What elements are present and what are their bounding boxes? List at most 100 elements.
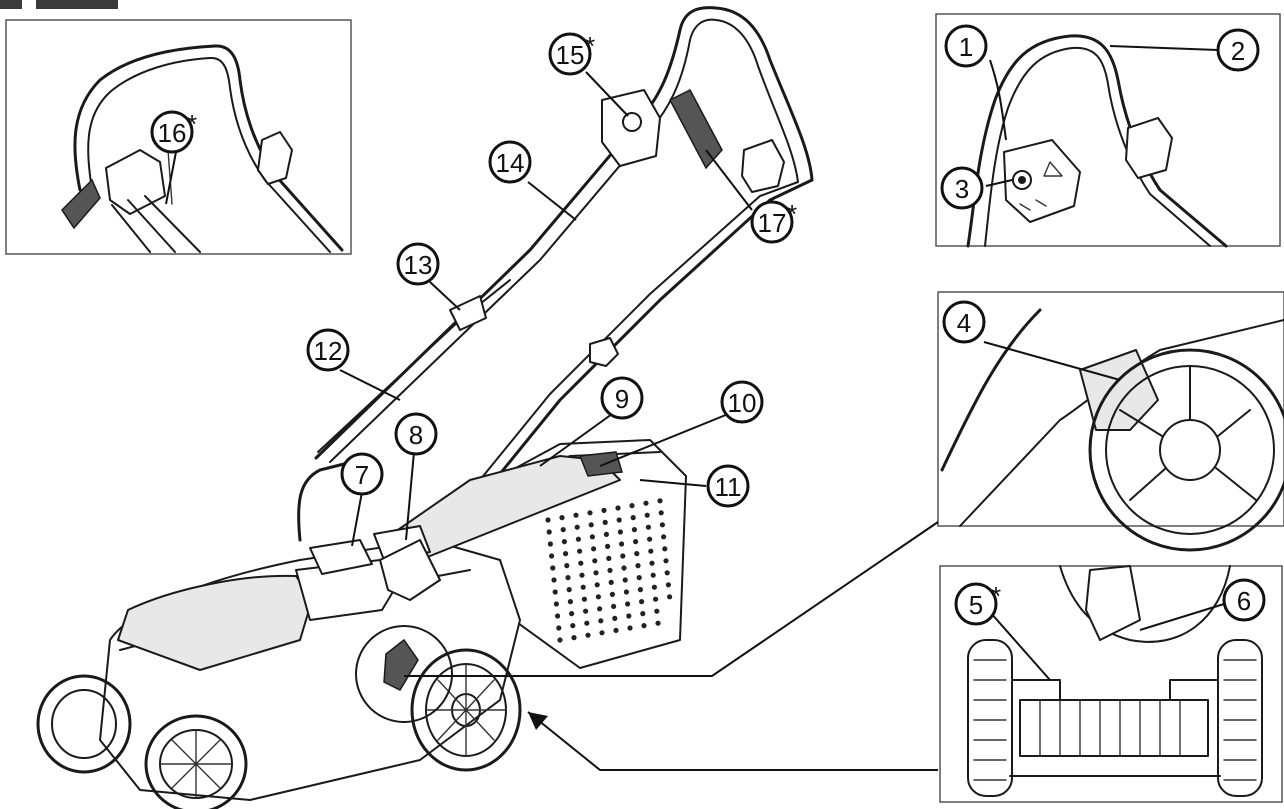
- mesh-dot: [608, 579, 614, 586]
- mesh-dot: [603, 531, 610, 538]
- mesh-dot: [633, 539, 639, 545]
- mesh-dot: [657, 498, 663, 504]
- mesh-dot: [547, 541, 554, 547]
- mesh-dot: [579, 572, 585, 578]
- grass-box-mesh: [545, 498, 673, 643]
- callout-9: 9: [600, 376, 644, 420]
- mesh-dot: [565, 575, 571, 581]
- mesh-dot: [550, 565, 556, 571]
- mesh-dot: [607, 567, 613, 574]
- callout-number: 7: [355, 460, 369, 490]
- mesh-dot: [625, 601, 631, 607]
- callout-circle: [396, 242, 440, 286]
- mesh-dot: [567, 599, 574, 605]
- mesh-dot: [545, 517, 551, 523]
- mesh-dot: [564, 563, 570, 569]
- mesh-dot: [561, 539, 568, 545]
- mesh-dot: [601, 507, 607, 513]
- callout-number: 6: [1237, 586, 1251, 616]
- mesh-dot: [620, 553, 626, 559]
- callout-number: 12: [314, 336, 343, 366]
- callout-1: 1: [944, 24, 988, 68]
- mesh-dot: [573, 512, 579, 518]
- mesh-dot: [630, 515, 636, 521]
- mesh-dot: [635, 563, 641, 569]
- mesh-dot: [584, 620, 590, 626]
- callout-circle: [720, 380, 764, 424]
- mesh-dot: [626, 613, 632, 619]
- mesh-dot: [662, 546, 668, 552]
- callout-number: 8: [409, 420, 423, 450]
- mesh-dot: [644, 512, 650, 518]
- callout-8: 8: [394, 412, 438, 456]
- callout-16: 16*: [150, 109, 197, 154]
- mesh-dot: [627, 625, 633, 631]
- callout-circle: [942, 300, 986, 344]
- mesh-dot: [591, 546, 597, 552]
- mesh-dot: [549, 553, 555, 559]
- mesh-dot: [622, 577, 628, 583]
- mesh-dot: [574, 524, 580, 530]
- callout-number: 15: [556, 40, 585, 70]
- callout-circle: [1222, 578, 1266, 622]
- callout-number: 16: [158, 118, 187, 148]
- callout-5: 5*: [954, 581, 1001, 626]
- callout-number: 1: [959, 32, 973, 62]
- callout-4: 4: [942, 300, 986, 344]
- mesh-dot: [593, 570, 599, 576]
- callout-asterisk: *: [991, 581, 1001, 611]
- mesh-dot: [570, 623, 576, 629]
- mesh-dot: [661, 534, 667, 540]
- callout-circle: [548, 32, 592, 76]
- mesh-dot: [595, 594, 602, 600]
- mesh-dot: [587, 510, 593, 516]
- callout-circle: [340, 452, 384, 496]
- callout-13: 13: [396, 242, 440, 286]
- mesh-dot: [619, 541, 625, 547]
- mesh-dot: [664, 570, 670, 576]
- mesh-dot: [569, 611, 575, 617]
- mesh-dot: [636, 575, 642, 581]
- mesh-dot: [602, 519, 608, 526]
- mesh-dot: [606, 555, 612, 562]
- mesh-dot: [553, 601, 560, 607]
- callout-14: 14: [488, 140, 532, 184]
- callout-number: 4: [957, 308, 971, 338]
- callout-2: 2: [1216, 28, 1260, 72]
- mesh-dot: [555, 613, 561, 619]
- mesh-dot: [575, 536, 582, 542]
- mesh-dot: [647, 536, 653, 542]
- callout-number: 13: [404, 250, 433, 280]
- section-tab: [0, 0, 118, 9]
- callout-number: 17: [758, 208, 787, 238]
- mesh-dot: [616, 517, 622, 523]
- mesh-dot: [611, 603, 617, 610]
- mesh-dot: [654, 608, 660, 614]
- callout-circle: [954, 582, 998, 626]
- mesh-dot: [563, 551, 569, 557]
- mesh-dot: [546, 529, 552, 535]
- mesh-dot: [571, 635, 577, 641]
- callout-number: 9: [615, 384, 629, 414]
- callout-12: 12: [306, 328, 350, 372]
- mesh-dot: [641, 623, 647, 629]
- mesh-dot: [597, 606, 603, 612]
- callout-asterisk: *: [585, 31, 595, 61]
- mesh-dot: [557, 637, 563, 643]
- mesh-dot: [581, 596, 588, 602]
- mesh-dot: [588, 522, 594, 528]
- mesh-dot: [556, 625, 562, 631]
- inset-wheel-detail: [937, 291, 1284, 552]
- callout-circle: [944, 24, 988, 68]
- callout-number: 3: [955, 174, 969, 204]
- callout-number: 5: [969, 590, 983, 620]
- mesh-dot: [650, 572, 656, 578]
- mesh-dot: [658, 510, 664, 516]
- mesh-dot: [617, 529, 624, 535]
- callout-circle: [1216, 28, 1260, 72]
- mesh-dot: [566, 587, 572, 593]
- mesh-dot: [605, 543, 611, 550]
- mesh-dot: [560, 527, 566, 533]
